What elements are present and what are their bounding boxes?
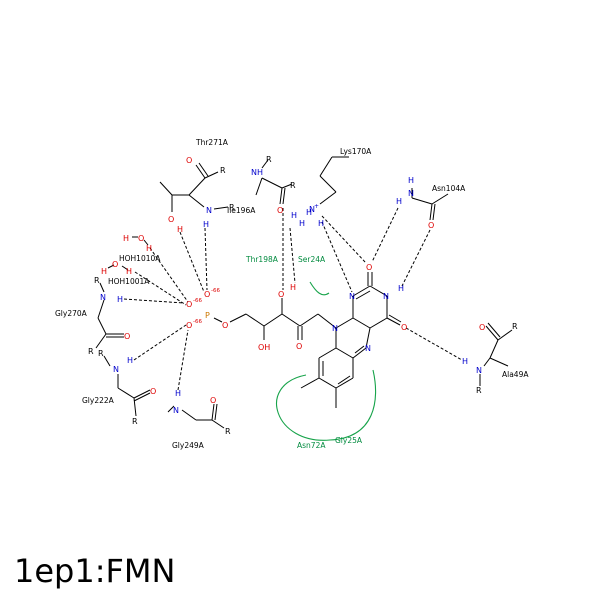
- residue-label-thr198a: Thr198A: [245, 255, 279, 264]
- atom-charge: -66: [211, 288, 220, 294]
- diagram-caption: 1ep1:FMN: [14, 552, 176, 590]
- hydrophobic-arc-ser24a: [309, 281, 330, 296]
- residue-label-ser24a: Ser24A: [298, 255, 326, 264]
- atom-p: P: [205, 311, 210, 320]
- gly222a-bonds: [103, 355, 151, 417]
- atom-h: H: [396, 197, 402, 206]
- atom-h: H: [398, 284, 404, 293]
- atom-r: R: [98, 349, 104, 358]
- atom-charge: -66: [193, 298, 202, 304]
- atom-h: H: [101, 267, 107, 276]
- ile196a-bonds: [255, 159, 293, 205]
- atom-o: O: [366, 263, 372, 272]
- ala49a-bonds: [479, 322, 513, 386]
- atom-h: H: [290, 283, 296, 292]
- atom-n: N: [100, 293, 106, 302]
- atom-n: N: [349, 292, 355, 301]
- atom-o: O: [124, 332, 130, 341]
- atom-n: N: [173, 406, 179, 415]
- atom-h: H: [291, 211, 297, 220]
- atom-n: N: [309, 205, 315, 214]
- atom-o: O: [186, 300, 192, 309]
- atom-h: H: [126, 267, 132, 276]
- residue-label-gly222a: Gly222A: [82, 396, 115, 405]
- residue-label-ile196a: Ile196A: [227, 206, 256, 215]
- atom-r: R: [94, 276, 100, 285]
- atom-h: H: [127, 356, 133, 365]
- asn104a-bonds: [411, 188, 449, 221]
- atom-h: H: [146, 244, 152, 253]
- atom-n: N: [476, 366, 482, 375]
- atom-o: O: [401, 323, 407, 332]
- atom-n: N: [113, 365, 119, 374]
- residue-label-gly249a: Gly249A: [172, 441, 205, 450]
- residue-label-lys170a: Lys170A: [340, 147, 372, 156]
- atom-nh: NH: [251, 168, 263, 177]
- atom-o: O: [222, 321, 228, 330]
- atom-charge-plus: +: [314, 203, 319, 210]
- atom-o: O: [296, 342, 302, 351]
- residue-label-asn104a: Asn104A: [432, 184, 466, 193]
- atom-h: H: [177, 225, 183, 234]
- atom-oh: OH: [258, 343, 270, 352]
- atom-n: N: [365, 344, 371, 353]
- atom-n: N: [408, 189, 414, 198]
- lys170a-bonds: [319, 156, 349, 205]
- atom-r: R: [476, 386, 482, 395]
- atom-o: O: [204, 290, 210, 299]
- water-bonds: [107, 236, 149, 271]
- atom-o: O: [210, 396, 216, 405]
- atom-h: H: [299, 219, 305, 228]
- atom-r: R: [220, 166, 226, 175]
- atom-o: O: [278, 290, 284, 299]
- atom-h: H: [117, 295, 123, 304]
- residue-label-ala49a: Ala49A: [502, 370, 529, 379]
- atom-o: O: [186, 156, 192, 165]
- hydrophobic-arc-asn72a: [276, 369, 377, 441]
- atom-r: R: [290, 181, 296, 190]
- atom-r: R: [266, 155, 272, 164]
- atom-o: O: [168, 215, 174, 224]
- atom-r: R: [88, 347, 94, 356]
- atom-n: N: [206, 206, 212, 215]
- atom-charge: -66: [193, 319, 202, 325]
- residue-label-gly25a: Gly25A: [335, 436, 363, 445]
- atom-o: O: [138, 234, 144, 243]
- atom-o: O: [186, 321, 192, 330]
- atom-h: H: [462, 357, 468, 366]
- residue-label-asn72a: Asn72A: [297, 441, 326, 450]
- atom-o: O: [112, 260, 118, 269]
- atom-n: N: [383, 292, 389, 301]
- atom-r: R: [512, 322, 518, 331]
- gly249a-bonds: [167, 403, 225, 429]
- atom-o: O: [428, 221, 434, 230]
- hydrogen-bonds: [123, 207, 463, 391]
- residue-label-gly270a: Gly270A: [55, 309, 88, 318]
- atom-h: H: [203, 220, 209, 229]
- isoalloxazine-bonds: [300, 272, 402, 408]
- atom-r: R: [225, 427, 231, 436]
- atom-o: O: [277, 206, 283, 215]
- ribityl-chain-bonds: [213, 298, 337, 340]
- residue-label-hoh1010a: HOH1010A: [119, 254, 161, 263]
- atom-h: H: [408, 176, 414, 185]
- atom-r: R: [229, 203, 235, 212]
- atom-n: N: [332, 324, 338, 333]
- atom-h: H: [318, 219, 324, 228]
- residue-label-thr271a: Thr271A: [195, 138, 229, 147]
- atom-h: H: [306, 208, 312, 217]
- atom-h: H: [175, 389, 181, 398]
- atom-o: O: [479, 323, 485, 332]
- gly270a-bonds: [95, 282, 124, 349]
- atom-r: R: [132, 417, 138, 426]
- thr271a-bonds: [159, 162, 229, 212]
- residue-label-hoh1001a: HOH1001A: [108, 277, 150, 286]
- atom-o: O: [150, 387, 156, 396]
- atom-h: H: [123, 234, 129, 243]
